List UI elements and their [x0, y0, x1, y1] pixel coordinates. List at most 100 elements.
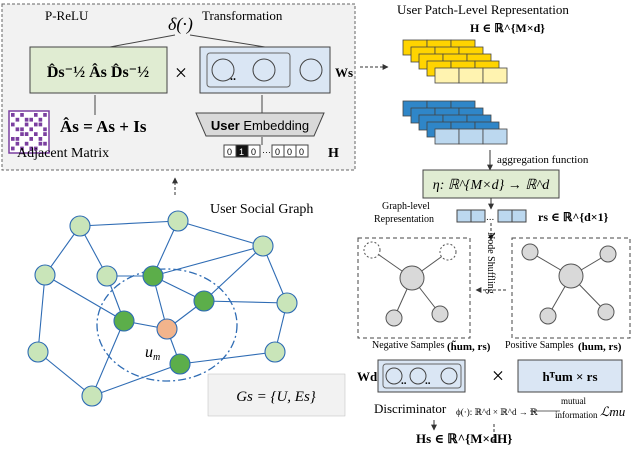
- svg-text:0: 0: [251, 147, 256, 157]
- discriminator-label: Discriminator: [374, 401, 447, 416]
- score-term: hᵀum × rs: [542, 369, 597, 384]
- gcn-panel: P-ReLU δ(·) Transformation D̂s⁻½ Âs D̂s⁻…: [1, 3, 356, 171]
- sample-node: [597, 303, 615, 321]
- graph-edge: [37, 351, 93, 397]
- svg-text:0: 0: [287, 147, 292, 157]
- aggregation-label: aggregation function: [497, 154, 589, 166]
- wd-label: Wd: [357, 369, 378, 384]
- readout-function-box: [422, 169, 560, 199]
- sample-center-node: [399, 265, 425, 291]
- social-graph-title: User Social Graph: [210, 202, 313, 217]
- user-social-graph: User Social Graph um Gs = {U, Es}: [27, 177, 346, 417]
- svg-text:0: 0: [275, 147, 280, 157]
- discriminator-function: ϕ(·): ℝ^d × ℝ^d → ℝ: [456, 407, 538, 417]
- svg-text:0: 0: [299, 147, 304, 157]
- negative-samples-label: Negative Samples: [372, 340, 445, 351]
- graph-edge: [91, 363, 181, 397]
- adjacent-matrix-label: Adjacent Matrix: [17, 146, 109, 161]
- user-node: [27, 341, 49, 363]
- readout-function: η: ℝ^{M×d} → ℝ^d: [433, 178, 550, 193]
- user-embedding-layer: [195, 112, 325, 137]
- final-embedding-dim: Hs ∈ ℝ^{M×dH}: [416, 431, 512, 446]
- neighborhood-circle: [96, 268, 238, 382]
- user-node: [276, 292, 298, 314]
- patch-cell: [482, 128, 508, 145]
- normalized-adjacency-formula: D̂s⁻½ Âs D̂s⁻½: [47, 62, 149, 81]
- h-matrix-label: H: [328, 146, 339, 161]
- one-hot-vector: 0 1 0 ··· 0 0 0: [223, 144, 309, 158]
- graph-edge: [79, 220, 179, 227]
- graph-definition-box: [207, 373, 346, 417]
- user-node: [34, 264, 56, 286]
- delta-label: δ(·): [168, 14, 193, 35]
- negative-pair: (h̃um, rs): [447, 340, 491, 353]
- sample-node: [431, 305, 449, 323]
- adjacency-equation: Âs = As + Is: [60, 117, 147, 136]
- graph-edge: [179, 351, 276, 365]
- discriminator-block: Wd .. .. × hᵀum × rs Discriminator ϕ(·):…: [357, 359, 626, 446]
- score-term-box: [517, 359, 623, 393]
- sample-center-node: [558, 263, 584, 289]
- user-node: [169, 353, 191, 375]
- graph-edge: [91, 320, 125, 397]
- svg-text:1: 1: [239, 147, 244, 157]
- normalized-adjacency-box: [29, 46, 168, 94]
- sample-node: [363, 241, 381, 259]
- svg-text:..: ..: [401, 375, 407, 387]
- blue-patch-stack: [402, 100, 508, 145]
- graph-edge: [37, 274, 46, 353]
- svg-text:...: ...: [486, 212, 494, 223]
- graph-edge: [152, 245, 264, 277]
- sample-node: [521, 243, 539, 261]
- graph-level-label: Graph-level: [382, 201, 430, 212]
- user-node: [96, 265, 118, 287]
- ws-label: Ws: [335, 65, 353, 80]
- positive-pair: (hum, rs): [578, 341, 622, 353]
- multiply-sign-top: ×: [175, 60, 187, 85]
- user-node: [142, 265, 164, 287]
- graph-edge: [203, 245, 264, 302]
- patch-cell: [434, 128, 460, 145]
- patch-cell: [434, 67, 460, 84]
- representation-label: Representation: [374, 214, 434, 225]
- weight-node: [299, 58, 323, 82]
- contrastive-samples: Node Shuffling Negative Samples (h̃um, r…: [357, 232, 631, 353]
- sample-node: [539, 307, 557, 325]
- weight-node: [252, 58, 276, 82]
- h-dimension: H ∈ ℝ^{M×d}: [470, 21, 545, 35]
- user-embedding-label: User Embedding: [211, 118, 309, 133]
- user-node: [81, 385, 103, 407]
- positive-samples-label: Positive Samples: [505, 340, 574, 351]
- target-user-label: um: [145, 344, 160, 363]
- svg-text:..: ..: [425, 375, 431, 387]
- svg-text:..: ..: [230, 69, 236, 83]
- mutual-information-loss: ℒmu: [600, 404, 626, 419]
- patch-cell: [458, 128, 484, 145]
- user-node: [113, 310, 135, 332]
- graph-edge: [44, 274, 125, 322]
- multiply-sign-bottom: ×: [492, 363, 504, 388]
- weight-node: [211, 58, 235, 82]
- target-user-node: [156, 318, 178, 340]
- mutual-label: mutual: [561, 396, 586, 406]
- graph-edge: [203, 300, 288, 304]
- yellow-patch-stack: [402, 39, 508, 84]
- graph-definition: Gs = {U, Es}: [236, 389, 316, 405]
- user-node: [69, 215, 91, 237]
- information-label: information: [555, 410, 598, 420]
- user-node: [167, 210, 189, 232]
- patch-cell: [458, 67, 484, 84]
- sample-node: [439, 243, 457, 261]
- svg-text:0: 0: [227, 147, 232, 157]
- adjacency-matrix-icon: [8, 110, 50, 154]
- node-shuffling-label: Node Shuffling: [485, 232, 496, 294]
- svg-text:···: ···: [262, 147, 271, 157]
- sample-node: [599, 245, 617, 263]
- user-node: [193, 290, 215, 312]
- rs-dimension: rs ∈ ℝ^{d×1}: [538, 210, 609, 224]
- transformation-label: Transformation: [202, 8, 283, 23]
- user-node: [264, 341, 286, 363]
- sample-node: [385, 309, 403, 327]
- patch-title: User Patch-Level Representation: [397, 2, 569, 17]
